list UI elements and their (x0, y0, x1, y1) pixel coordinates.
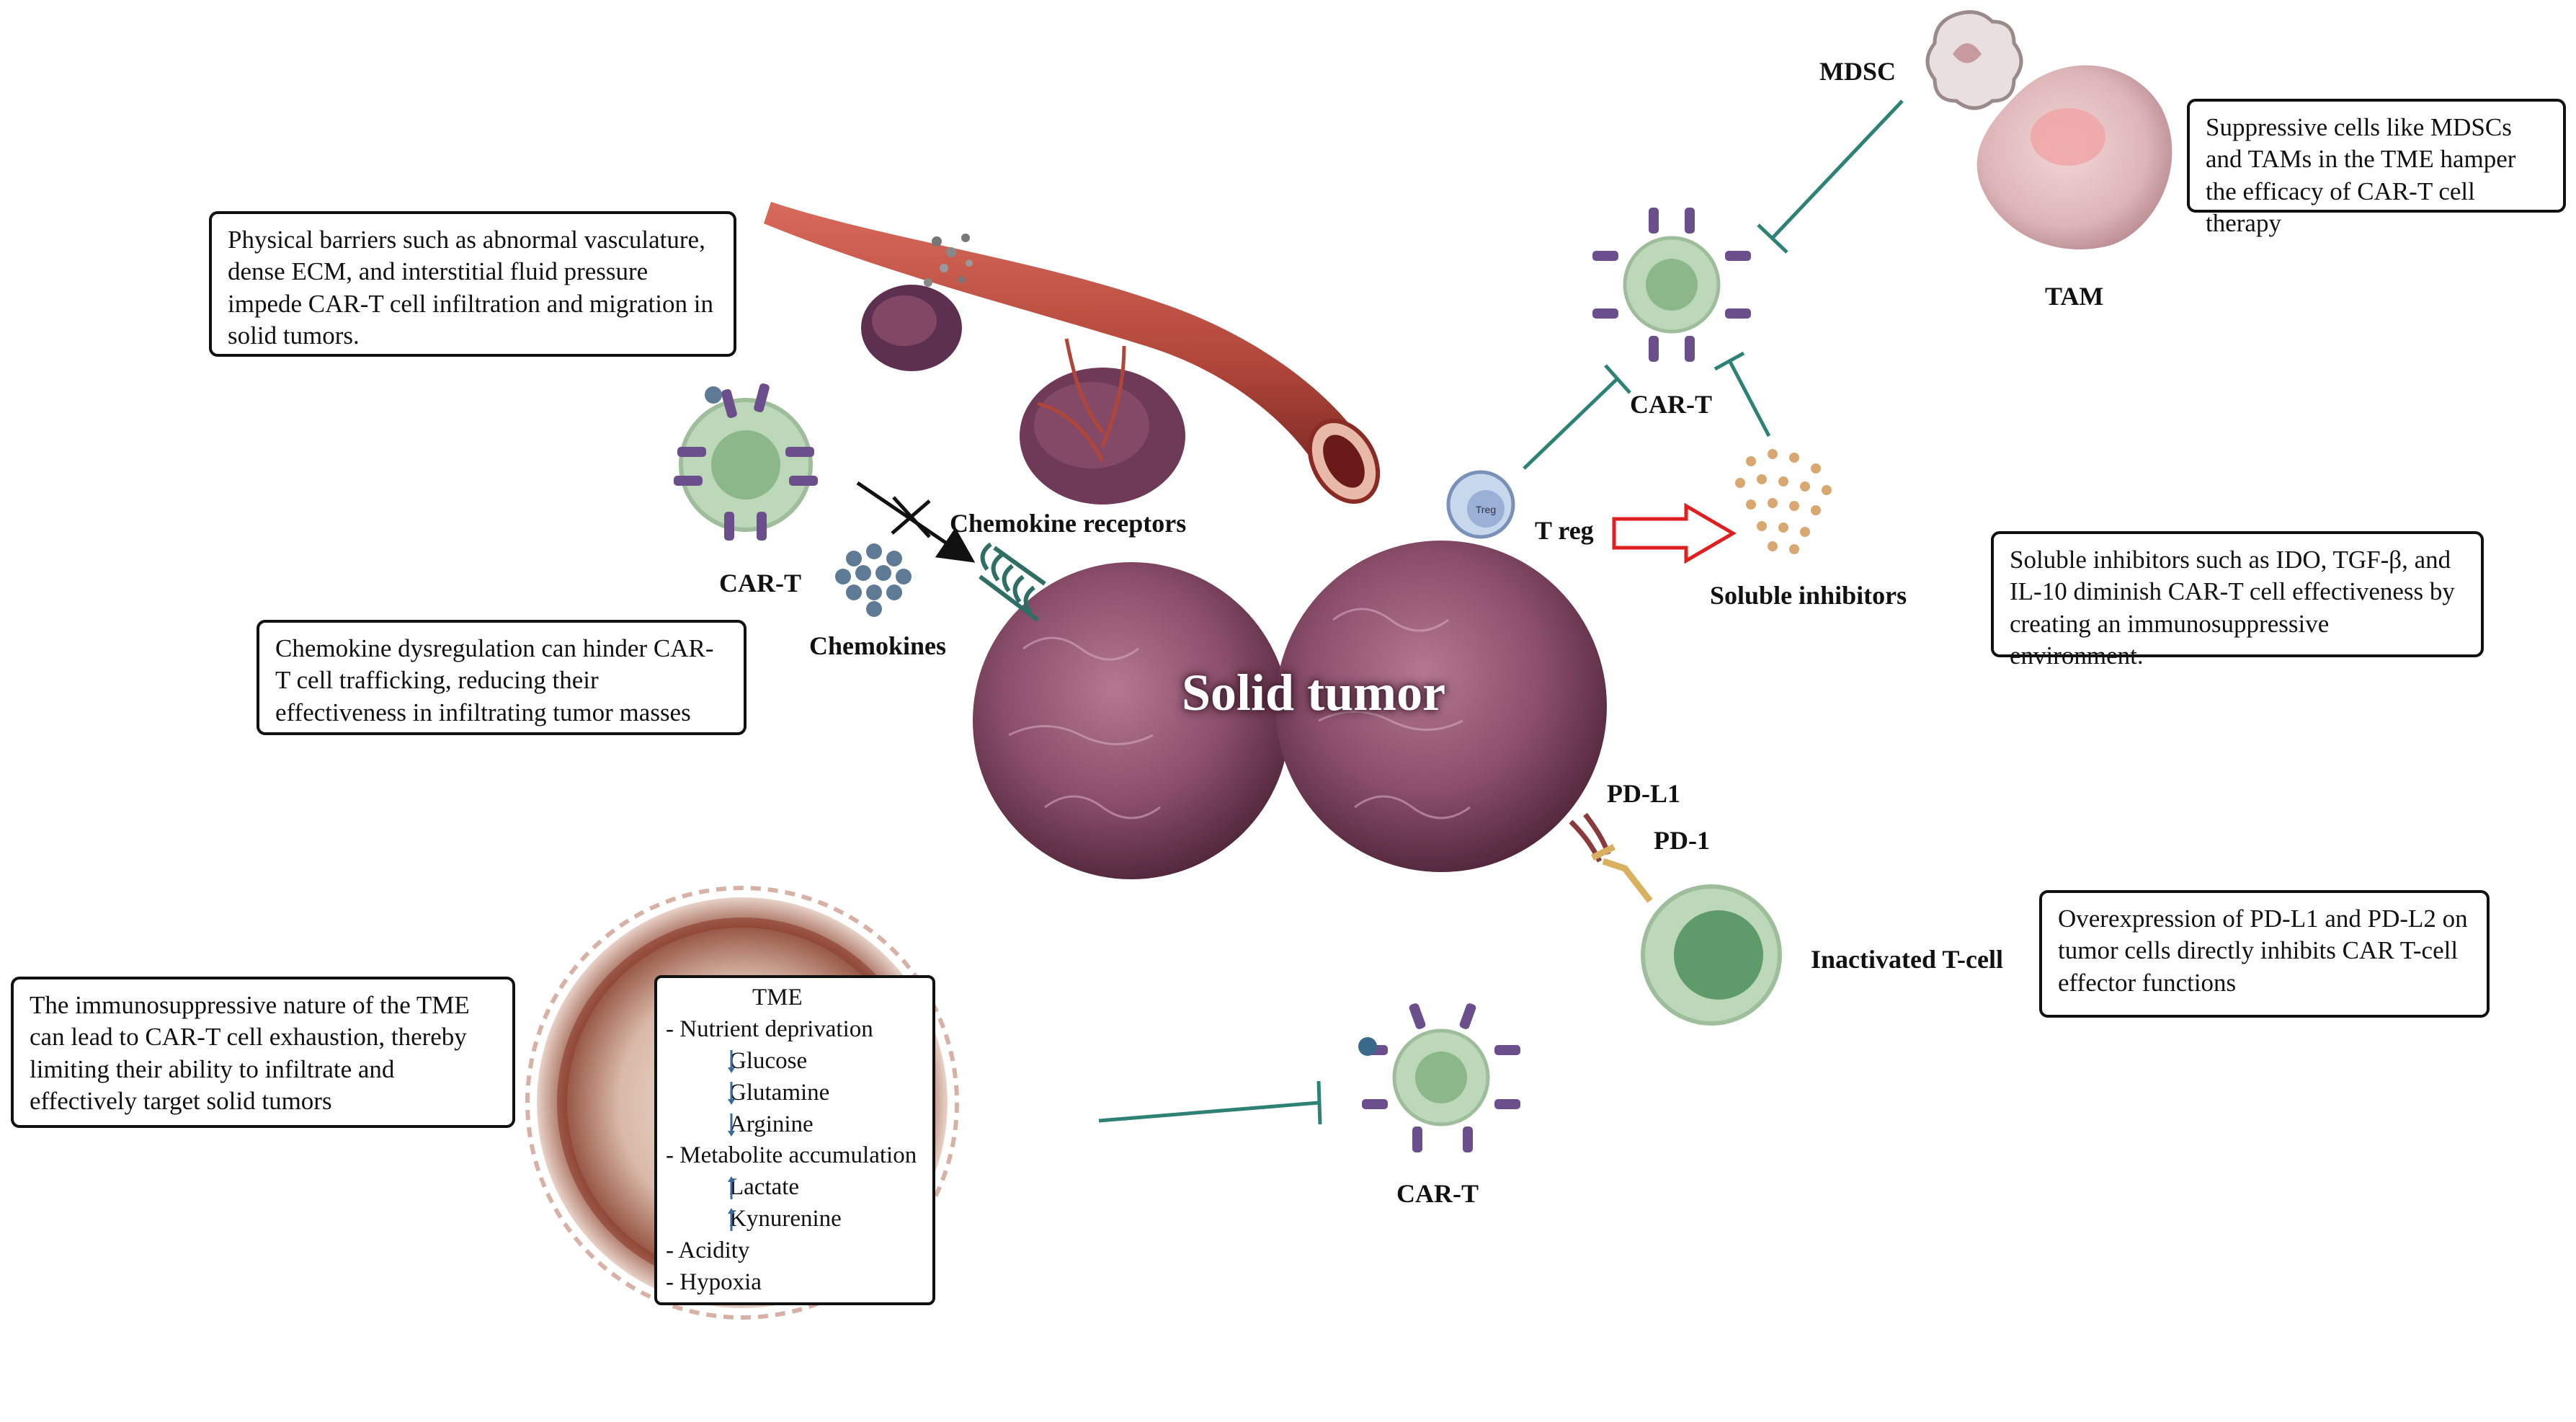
tme-glucose: Glucose (666, 1046, 924, 1077)
down-arrow-icon (728, 1113, 735, 1137)
chemokines-icon (835, 543, 912, 617)
tme-glutamine: Glutamine (666, 1077, 924, 1109)
inhibition-lines (1098, 99, 1904, 1125)
chemokine-dysregulation-text: Chemokine dysregulation can hinder CAR-T… (275, 634, 714, 726)
pd-l1-overexpression-box: Overexpression of PD-L1 and PD-L2 on tum… (2039, 890, 2490, 1018)
soluble-inhibitors-box: Soluble inhibitors such as IDO, TGF-β, a… (1991, 531, 2484, 670)
tme-kynurenine: Kynurenine (666, 1204, 924, 1235)
solid-tumor-label: Solid tumor (1182, 664, 1446, 721)
car-t-cell-bottom (1358, 1003, 1520, 1152)
blocked-cross-icon (891, 496, 931, 538)
chemokine-dysregulation-box: Chemokine dysregulation can hinder CAR-T… (257, 620, 746, 735)
tme-list-box: TME - Nutrient deprivation Glucose Gluta… (654, 975, 935, 1305)
blood-vessel (764, 202, 1381, 505)
mdsc-label: MDSC (1819, 57, 1896, 86)
solid-tumor (973, 541, 1607, 879)
tme-nutrient: - Nutrient deprivation (666, 1016, 873, 1042)
tme-glucose-label: Glucose (729, 1047, 808, 1074)
physical-barriers-text: Physical barriers such as abnormal vascu… (228, 226, 713, 350)
car-t-cell-left (674, 383, 818, 541)
soluble-inhibitors-text: Soluble inhibitors such as IDO, TGF-β, a… (2010, 546, 2455, 670)
suppressive-cells-text: Suppressive cells like MDSCs and TAMs in… (2206, 113, 2516, 238)
tme-acidity: - Acidity (666, 1237, 750, 1263)
down-arrow-icon (728, 1081, 735, 1105)
tme-arginine: Arginine (666, 1109, 924, 1141)
tme-lactate: Lactate (666, 1172, 924, 1204)
t-reg-label: T reg (1535, 516, 1594, 545)
car-t-bottom-label: CAR-T (1396, 1179, 1479, 1208)
up-arrow-icon (728, 1176, 735, 1200)
vascular-tumor-mass (1020, 338, 1185, 505)
immunosuppressive-tme-text: The immunosuppressive nature of the TME … (30, 991, 470, 1116)
treg-red-arrow (1612, 502, 1737, 564)
chemokine-receptors-label: Chemokine receptors (950, 509, 1187, 538)
down-arrow-icon (728, 1049, 735, 1073)
tme-metabolite: - Metabolite accumulation (666, 1142, 917, 1169)
physical-barriers-box: Physical barriers such as abnormal vascu… (209, 211, 736, 357)
car-t-top-label: CAR-T (1630, 390, 1712, 419)
immunosuppressive-tme-box: The immunosuppressive nature of the TME … (11, 977, 515, 1128)
tme-lactate-label: Lactate (729, 1174, 800, 1201)
pd-l1-pd-1-icon (1569, 812, 1653, 903)
tme-hypoxia: - Hypoxia (666, 1268, 762, 1295)
pd-1-label: PD-1 (1654, 826, 1710, 855)
small-tumor-mass (861, 234, 973, 371)
tam-cell-icon (1976, 65, 2172, 250)
soluble-inhibitors-label: Soluble inhibitors (1710, 581, 1907, 610)
chemokines-label: Chemokines (809, 631, 947, 660)
soluble-inhibitors-icon (1735, 449, 1832, 554)
treg-cell-text: Treg (1476, 504, 1496, 515)
tme-kynurenine-label: Kynurenine (729, 1206, 842, 1232)
tme-title: TME (752, 985, 803, 1010)
treg-cell-icon: Treg (1446, 470, 1515, 539)
up-arrow-icon (728, 1208, 735, 1232)
pd-l1-label: PD-L1 (1607, 779, 1680, 808)
suppressive-cells-box: Suppressive cells like MDSCs and TAMs in… (2187, 99, 2566, 237)
tme-arginine-label: Arginine (729, 1111, 814, 1137)
tam-label: TAM (2045, 282, 2104, 311)
inactivated-t-cell-label: Inactivated T-cell (1811, 945, 2003, 974)
car-t-cell-top (1592, 208, 1751, 362)
pd-l1-overexpression-text: Overexpression of PD-L1 and PD-L2 on tum… (2058, 905, 2468, 997)
car-t-left-label: CAR-T (719, 569, 801, 597)
mdsc-cell-icon (1925, 10, 2023, 110)
tme-glutamine-label: Glutamine (729, 1079, 830, 1106)
chemokine-receptor-icon (979, 542, 1046, 622)
inactivated-t-cell-icon (1641, 884, 1782, 1026)
